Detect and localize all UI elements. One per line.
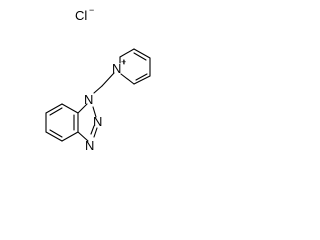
pyridinium-ring — [119, 48, 151, 85]
pyridinium-bond-n-c2 — [120, 73, 135, 85]
triazole-bond-c3a-n3 — [77, 131, 89, 142]
benzene-double-bond-2 — [49, 129, 63, 138]
triazole-n2-label: N — [93, 114, 102, 129]
pyridinium-bond-c4-c5 — [133, 48, 151, 59]
benzene-ring — [45, 103, 79, 142]
triazole-double-bond-n3-n2 — [90, 125, 95, 135]
chloride-charge: − — [89, 5, 94, 15]
benzotriazolylmethyl-pyridinium-chloride-structure: Cl − N + N N N — [45, 5, 151, 153]
triazole-ring — [77, 103, 98, 142]
pyridinium-double-bond-2 — [133, 52, 147, 61]
methylene-bond-to-triazole — [93, 85, 103, 94]
benzene-double-bond-1 — [49, 107, 63, 116]
triazole-bond-n3-n2 — [93, 127, 98, 138]
benzene-bond-c7-c6 — [45, 103, 63, 114]
pyridinium-n-charge: + — [121, 57, 126, 67]
structure-diagram: Cl − N + N N N — [0, 0, 193, 162]
pyridinium-double-bond-1 — [135, 73, 148, 81]
pyridinium-bond-c5-c6 — [119, 48, 135, 58]
triazole-bond-n2-n1 — [92, 106, 97, 118]
chloride-label: Cl — [75, 8, 87, 23]
benzene-bond-c4-c3a — [61, 131, 79, 142]
triazole-bond-n1-c7a — [77, 103, 88, 114]
pyridinium-n-label: N — [112, 61, 121, 76]
pyridinium-bond-c2-c3 — [133, 75, 151, 85]
benzene-bond-c7a-c7 — [61, 103, 79, 114]
benzene-bond-c5-c4 — [45, 131, 63, 142]
methylene-bond-to-pyridinium — [101, 72, 115, 87]
triazole-n1-label: N — [84, 92, 93, 107]
triazole-n3-label: N — [85, 138, 94, 153]
